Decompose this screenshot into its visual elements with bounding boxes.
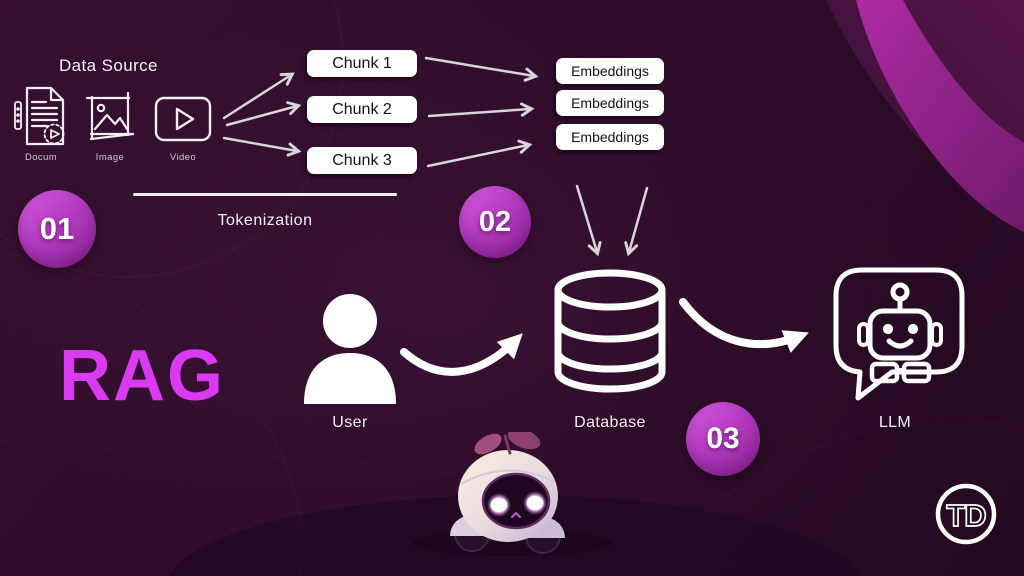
embeddings-2-label: Embeddings — [571, 95, 649, 111]
arrow-emb-to-db-right — [624, 186, 649, 257]
image-label: Image — [95, 152, 125, 163]
chunk-2-label: Chunk 2 — [332, 100, 392, 118]
tokenization-label: Tokenization — [217, 212, 313, 229]
robot-mascot — [412, 432, 612, 556]
arrow-video-to-chunk3 — [222, 136, 302, 157]
arrow-user-to-database — [400, 333, 523, 376]
user-label: User — [332, 414, 368, 431]
video-label: Video — [169, 152, 197, 163]
database-icon — [554, 269, 666, 393]
embeddings-3-label: Embeddings — [571, 129, 649, 145]
tokenization-underline — [133, 193, 397, 196]
chunk-1-label: Chunk 1 — [332, 54, 392, 72]
arrow-video-to-chunk2 — [225, 101, 302, 127]
llm-label: LLM — [878, 414, 912, 431]
llm-chatbot-icon — [833, 267, 965, 401]
mascot-eye-left — [490, 498, 508, 512]
td-logo-text: TD — [946, 498, 986, 533]
mascot-smile — [511, 511, 521, 518]
chunk-box-1: Chunk 1 — [307, 50, 417, 77]
step-01-number: 01 — [39, 211, 75, 246]
mascot-eye-right — [526, 496, 544, 510]
arrow-video-to-chunk1 — [222, 72, 295, 120]
embeddings-box-2: Embeddings — [556, 90, 664, 116]
arrow-database-to-llm — [679, 298, 809, 353]
embeddings-box-3: Embeddings — [556, 124, 664, 150]
user-icon — [304, 294, 396, 404]
step-badge-03: 03 — [686, 402, 760, 476]
arrow-chunk1-to-emb1 — [424, 56, 539, 82]
mascot-sprout-stem — [503, 434, 512, 455]
arrow-chunk3-to-emb3 — [426, 139, 533, 168]
image-icon — [85, 91, 135, 141]
mascot-leaf-right — [507, 432, 541, 450]
database-label: Database — [574, 414, 646, 431]
swoosh-band-shape — [856, 0, 1024, 232]
step-03-number: 03 — [706, 422, 740, 455]
video-icon — [154, 96, 212, 142]
step-badge-01: 01 — [18, 190, 96, 268]
data-source-title: Data Source — [59, 56, 158, 75]
chunk-box-2: Chunk 2 — [307, 96, 417, 123]
embeddings-box-1: Embeddings — [556, 58, 664, 84]
td-logo: TD — [935, 483, 997, 545]
mascot-leaf-left — [474, 433, 502, 455]
rag-title: RAG — [59, 336, 225, 416]
arrow-emb-to-db-left — [575, 184, 602, 257]
step-badge-02: 02 — [459, 186, 531, 258]
chunk-box-3: Chunk 3 — [307, 147, 417, 174]
arrow-chunk2-to-emb2 — [427, 102, 535, 118]
step-02-number: 02 — [478, 205, 512, 238]
document-icon — [14, 86, 65, 146]
embeddings-1-label: Embeddings — [571, 63, 649, 79]
document-label: Docum — [24, 152, 58, 163]
chunk-3-label: Chunk 3 — [332, 151, 392, 169]
